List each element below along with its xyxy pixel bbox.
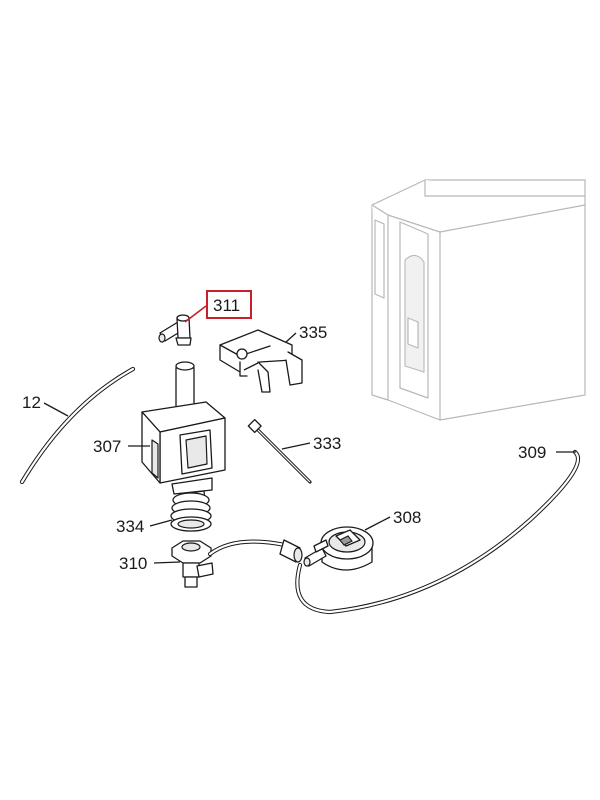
leader-310: [153, 561, 181, 564]
callout-308[interactable]: 308: [393, 508, 421, 527]
part-310-fitting[interactable]: [171, 540, 214, 588]
part-311-elbow-connector[interactable]: [158, 314, 192, 346]
callout-307[interactable]: 307: [93, 437, 121, 456]
connecting-hose[interactable]: [207, 539, 303, 563]
callout-309[interactable]: 309: [518, 443, 546, 462]
part-308-flow-meter[interactable]: [303, 526, 374, 571]
callout-labels: 12 307 334 310 333 335 308 309 311: [22, 296, 546, 573]
part-12-hose[interactable]: [19, 366, 136, 485]
part-334-spring[interactable]: [170, 492, 212, 532]
leader-335: [285, 332, 297, 343]
leader-334: [149, 519, 173, 527]
part-309-hose[interactable]: [295, 449, 581, 615]
callout-335[interactable]: 335: [299, 323, 327, 342]
part-333-cable-tie[interactable]: [247, 418, 312, 484]
callout-12[interactable]: 12: [22, 393, 41, 412]
part-307-pump[interactable]: [141, 361, 226, 506]
leader-308: [364, 516, 391, 531]
highlight-box-311: [206, 290, 252, 319]
leader-311: [184, 305, 207, 323]
leader-333: [281, 442, 311, 450]
callout-334[interactable]: 334: [116, 517, 144, 536]
leader-lines: [43, 305, 576, 564]
background-housing: [371, 179, 586, 421]
callout-311[interactable]: 311: [213, 296, 240, 315]
leader-12: [43, 402, 69, 417]
part-335-bracket[interactable]: [219, 329, 303, 393]
callout-333[interactable]: 333: [313, 434, 341, 453]
callout-310[interactable]: 310: [119, 554, 147, 573]
